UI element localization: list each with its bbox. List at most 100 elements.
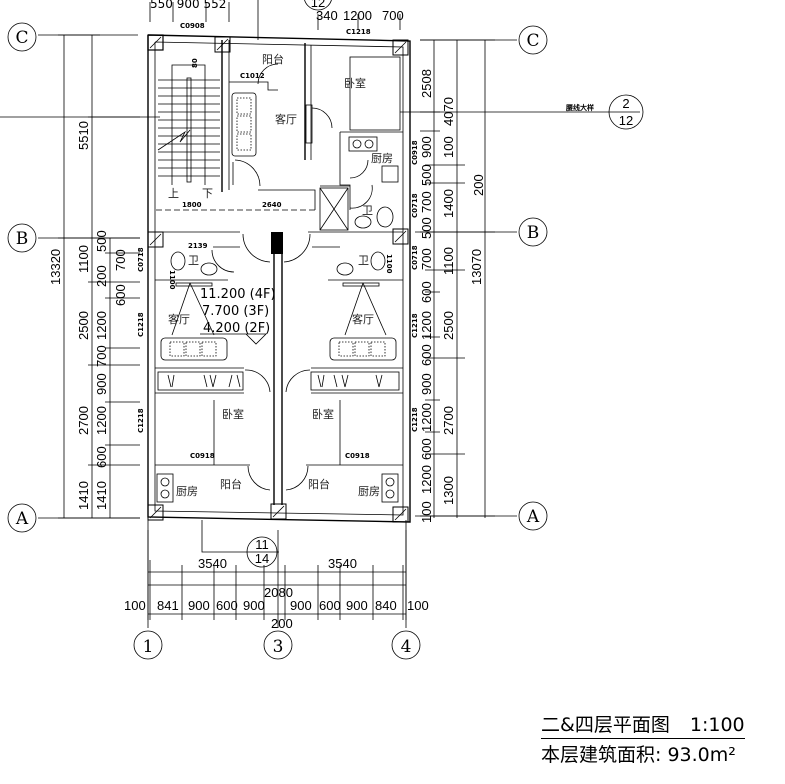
- svg-text:C0718: C0718: [411, 245, 419, 270]
- svg-text:900: 900: [94, 373, 109, 395]
- room-living-left: 客厅: [168, 312, 190, 326]
- svg-text:2080: 2080: [264, 585, 293, 600]
- svg-text:600: 600: [94, 446, 109, 468]
- svg-text:腰线大样: 腰线大样: [565, 103, 594, 112]
- svg-text:1200: 1200: [419, 311, 434, 340]
- svg-text:900: 900: [419, 136, 434, 158]
- svg-text:600: 600: [216, 598, 238, 613]
- svg-text:7.700 (3F): 7.700 (3F): [202, 304, 269, 319]
- floor-area-label: 本层建筑面积:: [541, 744, 662, 766]
- svg-text:1200: 1200: [94, 311, 109, 340]
- svg-text:B: B: [16, 229, 29, 249]
- svg-text:5510: 5510: [76, 121, 91, 150]
- room-bath-right: 卫: [358, 254, 369, 267]
- svg-text:4070: 4070: [441, 97, 456, 126]
- svg-text:1: 1: [143, 637, 154, 657]
- svg-text:550 900 552: 550 900 552: [150, 0, 226, 11]
- svg-text:2700: 2700: [76, 406, 91, 435]
- svg-text:700: 700: [419, 248, 434, 270]
- dimension-text: 550 900 552 340 1200 700 13320 5510 1100…: [48, 0, 486, 631]
- svg-text:1410: 1410: [94, 481, 109, 510]
- svg-text:100: 100: [407, 598, 429, 613]
- svg-text:C1218: C1218: [137, 312, 145, 337]
- room-bedroom-top: 卧室: [344, 76, 366, 90]
- window-labels: C0908 C1218 C1012 C0918 C0718 C0718 C121…: [137, 22, 419, 460]
- room-bath-left: 卫: [188, 254, 199, 267]
- svg-text:600: 600: [419, 438, 434, 460]
- svg-text:C1218: C1218: [137, 408, 145, 433]
- axis-bubble-1: 1: [133, 630, 163, 660]
- room-balcony-top: 阳台: [262, 52, 284, 66]
- drawing-title: 二&四层平面图 1:100: [541, 710, 745, 739]
- room-bath-top: 卫: [362, 204, 373, 217]
- svg-text:700: 700: [94, 345, 109, 367]
- detail-ref-waistline: 腰线大样 2 12: [565, 94, 644, 130]
- svg-text:600: 600: [419, 281, 434, 303]
- svg-text:500: 500: [94, 230, 109, 252]
- svg-text:C0918: C0918: [411, 140, 419, 165]
- doors: [211, 63, 373, 491]
- svg-text:700: 700: [419, 191, 434, 213]
- room-kitchen-top: 厨房: [371, 152, 393, 165]
- svg-text:900: 900: [419, 373, 434, 395]
- room-kitchen-left: 厨房: [176, 485, 198, 498]
- axis-bubble-b-left: B: [7, 223, 37, 253]
- svg-text:C0718: C0718: [411, 193, 419, 218]
- svg-text:3540: 3540: [328, 556, 357, 571]
- axis-bubble-c-right: C: [518, 25, 548, 55]
- svg-text:900: 900: [188, 598, 210, 613]
- svg-text:200: 200: [94, 265, 109, 287]
- svg-text:100: 100: [441, 136, 456, 158]
- svg-text:C: C: [526, 31, 539, 51]
- svg-text:1100: 1100: [441, 247, 456, 275]
- svg-text:12: 12: [619, 113, 633, 128]
- svg-text:1100: 1100: [76, 245, 91, 273]
- svg-text:C1218: C1218: [411, 407, 419, 432]
- svg-text:2700: 2700: [441, 406, 456, 435]
- svg-text:1400: 1400: [441, 189, 456, 218]
- stair-mark: 80: [191, 58, 199, 68]
- svg-text:2500: 2500: [441, 311, 456, 340]
- floor-area: 本层建筑面积: 93.0m²: [541, 740, 736, 767]
- svg-text:100: 100: [419, 501, 434, 523]
- detail-ref-top: 12: [304, 0, 332, 11]
- svg-text:C1218: C1218: [346, 28, 371, 36]
- svg-text:700: 700: [113, 249, 128, 271]
- room-bedroom-right: 卧室: [312, 407, 334, 421]
- drawing-name: 二&四层平面图: [541, 714, 670, 736]
- svg-text:A: A: [15, 509, 29, 529]
- axis-bubble-a-right: A: [518, 501, 548, 531]
- svg-text:C1012: C1012: [240, 72, 265, 80]
- svg-text:C0918: C0918: [345, 452, 370, 460]
- room-labels: 阳台 客厅 卧室 厨房 卫 卫 卫 客厅 客厅 卧室 卧室 厨房 厨房 阳台 阳…: [168, 52, 393, 498]
- svg-text:13320: 13320: [48, 249, 63, 285]
- drawing-scale: 1:100: [689, 714, 745, 736]
- svg-text:500: 500: [419, 217, 434, 239]
- svg-text:C0718: C0718: [137, 247, 145, 272]
- svg-text:2640: 2640: [262, 201, 282, 209]
- svg-text:12: 12: [311, 0, 325, 10]
- svg-text:2500: 2500: [76, 311, 91, 340]
- axis-bubble-b-right: B: [518, 217, 548, 247]
- svg-text:200: 200: [271, 616, 293, 631]
- svg-text:900: 900: [290, 598, 312, 613]
- floor-area-value: 93.0m²: [667, 744, 736, 766]
- svg-text:900: 900: [346, 598, 368, 613]
- svg-text:600: 600: [113, 284, 128, 306]
- svg-text:1800: 1800: [182, 201, 202, 209]
- svg-text:1100: 1100: [385, 254, 393, 274]
- svg-text:600: 600: [419, 344, 434, 366]
- axis-bubble-3: 3: [263, 630, 293, 660]
- svg-text:900: 900: [243, 598, 265, 613]
- axis-bubble-c-left: C: [7, 22, 37, 52]
- svg-text:14: 14: [255, 551, 269, 566]
- room-balcony-left: 阳台: [220, 477, 242, 491]
- svg-text:340: 340: [316, 8, 338, 23]
- svg-text:1300: 1300: [441, 476, 456, 505]
- room-bedroom-left: 卧室: [222, 407, 244, 421]
- svg-text:2: 2: [622, 96, 629, 111]
- svg-text:3540: 3540: [198, 556, 227, 571]
- svg-text:841: 841: [157, 598, 179, 613]
- svg-text:B: B: [527, 223, 540, 243]
